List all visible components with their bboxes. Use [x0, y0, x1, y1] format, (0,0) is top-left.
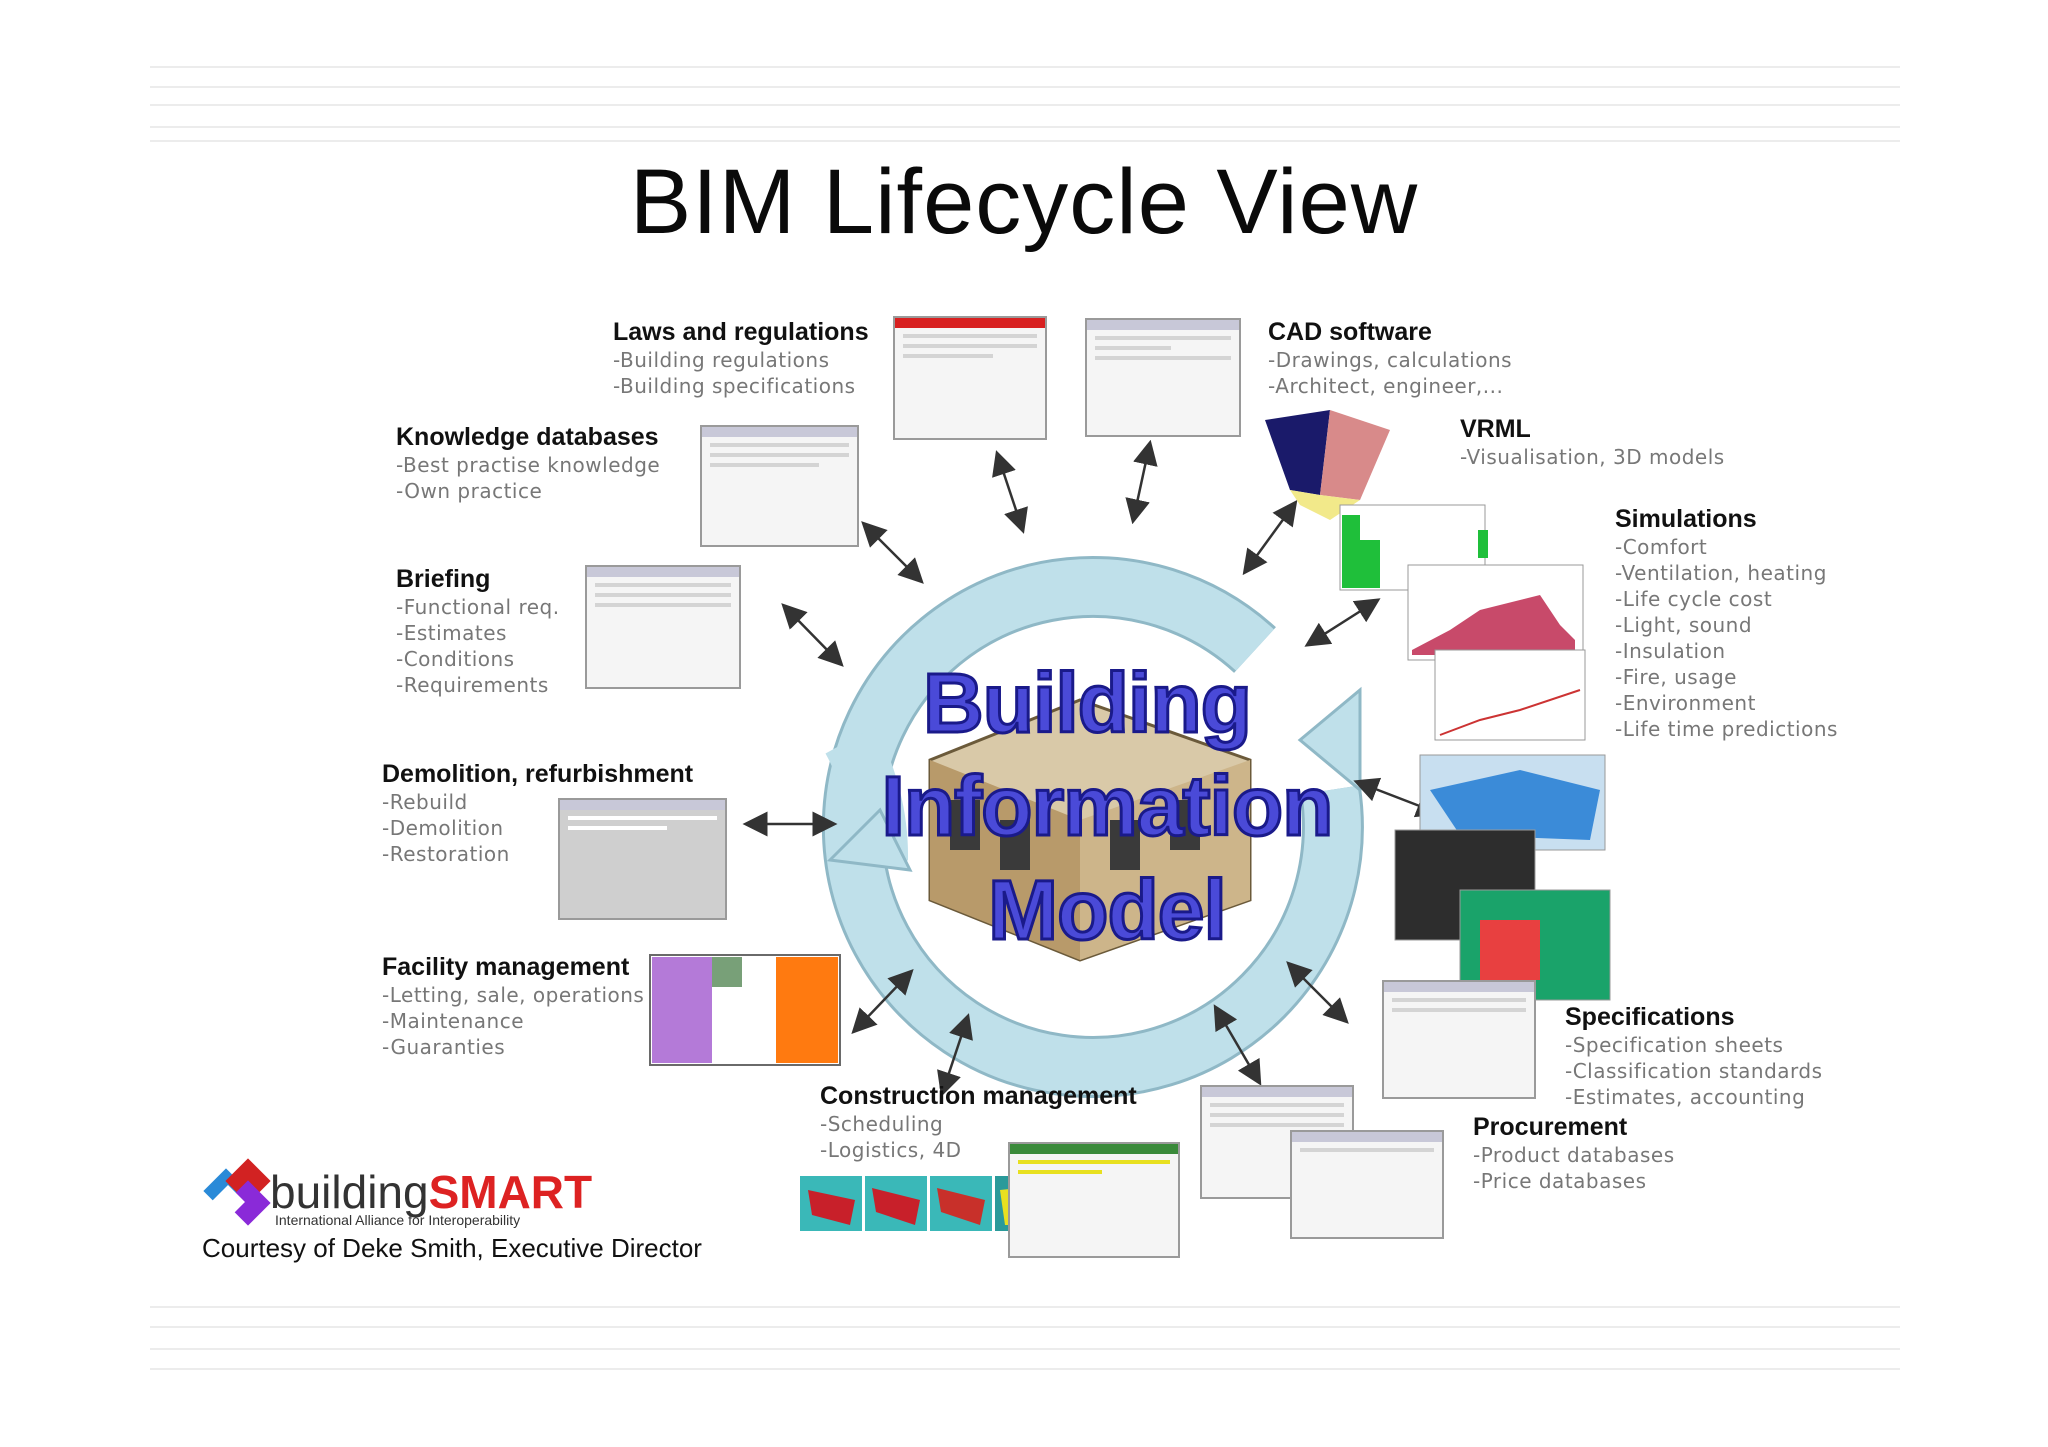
schedule-screenshot-image [1008, 1142, 1180, 1258]
construction-item: -Scheduling [820, 1112, 944, 1136]
simulations-item: -Environment [1615, 691, 1756, 715]
specifications-item: -Classification standards [1565, 1059, 1823, 1083]
cad-item: -Drawings, calculations [1268, 348, 1513, 372]
simulations-heading: Simulations [1615, 505, 1757, 533]
briefing-item: -Requirements [396, 673, 549, 697]
connector-arrows [742, 439, 1442, 1097]
facility-item: -Maintenance [382, 1009, 525, 1033]
simulations-item: -Fire, usage [1615, 665, 1737, 689]
specifications-group: Specifications -Specification sheets -Cl… [1565, 1003, 1823, 1110]
page-title: BIM Lifecycle View [629, 151, 1419, 253]
buildingsmart-logo: buildingSMART [270, 1165, 592, 1219]
simulations-item: -Life time predictions [1615, 717, 1838, 741]
briefing-group: Briefing -Functional req. -Estimates -Co… [396, 565, 560, 698]
construction-group: Construction management -Scheduling -Log… [820, 1082, 1137, 1163]
briefing-item: -Functional req. [396, 595, 560, 619]
logo-name-building: building [270, 1166, 429, 1218]
laws-heading: Laws and regulations [613, 318, 869, 346]
building-model-image [928, 698, 1252, 962]
simulations-item: -Life cycle cost [1615, 587, 1773, 611]
demolition-screenshot-image [558, 798, 727, 920]
bim-title-line-3: Model [987, 862, 1229, 959]
construction-item: -Logistics, 4D [820, 1138, 962, 1162]
facility-group: Facility management -Letting, sale, oper… [382, 953, 644, 1060]
knowledge-screenshot-image [700, 425, 859, 547]
laws-item: -Building regulations [613, 348, 830, 372]
simulations-item: -Light, sound [1615, 613, 1753, 637]
cad-screenshot-image [1085, 318, 1241, 437]
briefing-item: -Conditions [396, 647, 515, 671]
briefing-screenshot-image [585, 565, 741, 689]
vrml-item: -Visualisation, 3D models [1460, 445, 1725, 469]
facility-item: -Letting, sale, operations [382, 983, 645, 1007]
procurement-item: -Price databases [1473, 1169, 1647, 1193]
vrml-group: VRML -Visualisation, 3D models [1460, 415, 1725, 470]
knowledge-group: Knowledge databases -Best practise knowl… [396, 423, 660, 504]
logo-tagline: International Alliance for Interoperabil… [275, 1212, 521, 1228]
laws-screenshot-image [893, 316, 1047, 440]
cad-heading: CAD software [1268, 318, 1432, 346]
simulations-group: Simulations -Comfort -Ventilation, heati… [1615, 505, 1838, 742]
demolition-heading: Demolition, refurbishment [382, 760, 694, 788]
laws-group: Laws and regulations -Building regulatio… [613, 318, 869, 399]
facility-item: -Guaranties [382, 1035, 506, 1059]
simulations-item: -Insulation [1615, 639, 1726, 663]
simulations-item: -Comfort [1615, 535, 1708, 559]
cycle-arrow-ring [821, 555, 1364, 1098]
logo-name-smart: SMART [428, 1166, 593, 1218]
courtesy-credit: Courtesy of Deke Smith, Executive Direct… [202, 1233, 702, 1263]
briefing-heading: Briefing [396, 565, 491, 593]
facility-heading: Facility management [382, 953, 630, 981]
procurement-heading: Procurement [1473, 1113, 1628, 1141]
bim-title-line-2: Information [880, 758, 1335, 855]
simulations-item: -Ventilation, heating [1615, 561, 1827, 585]
cad-group: CAD software -Drawings, calculations -Ar… [1268, 318, 1512, 399]
briefing-item: -Estimates [396, 621, 507, 645]
specifications-item: -Estimates, accounting [1565, 1085, 1806, 1109]
specifications-heading: Specifications [1565, 1003, 1735, 1031]
buildingsmart-logo-icon [203, 1158, 271, 1226]
demolition-item: -Rebuild [382, 790, 468, 814]
specifications-screenshot-image [1382, 980, 1536, 1099]
demolition-item: -Demolition [382, 816, 504, 840]
knowledge-heading: Knowledge databases [396, 423, 659, 451]
construction-heading: Construction management [820, 1082, 1137, 1110]
knowledge-item: -Own practice [396, 479, 543, 503]
demolition-item: -Restoration [382, 842, 510, 866]
specifications-item: -Specification sheets [1565, 1033, 1784, 1057]
product-screenshot-image [1290, 1130, 1444, 1239]
demolition-group: Demolition, refurbishment -Rebuild -Demo… [382, 760, 693, 867]
vrml-heading: VRML [1460, 415, 1531, 443]
vrml-model-image [1265, 410, 1390, 520]
procurement-item: -Product databases [1473, 1143, 1675, 1167]
laws-item: -Building specifications [613, 374, 856, 398]
floor-plan-image [649, 954, 841, 1066]
cad-item: -Architect, engineer,... [1268, 374, 1504, 398]
knowledge-item: -Best practise knowledge [396, 453, 661, 477]
bim-title-line-1: Building [922, 655, 1254, 752]
procurement-group: Procurement -Product databases -Price da… [1473, 1113, 1675, 1194]
